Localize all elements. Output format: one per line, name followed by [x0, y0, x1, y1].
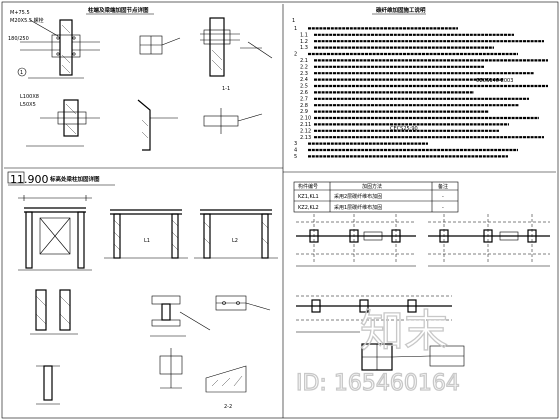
- watermark-brand: 知末: [360, 306, 448, 357]
- wedge-detail: [205, 365, 247, 393]
- spec-line-number: 2.8: [300, 103, 308, 109]
- spec-line-number: 1.2: [300, 39, 308, 45]
- watermark: 知末 ID: 165460164: [295, 305, 460, 396]
- beam-end-detail: [40, 99, 100, 137]
- column-joint-detail-1: [20, 19, 100, 76]
- spec-line-number: 2.12: [300, 128, 311, 134]
- bolt-plate-detail: [215, 295, 271, 311]
- table-cell-0-0: KZ1,KL1: [298, 194, 319, 200]
- table-cell-1-1: 采用1层碳纤维布加固: [334, 204, 382, 211]
- column-detail-lower: [30, 289, 78, 405]
- watermark-id: ID: 165460164: [296, 371, 460, 396]
- bottom-left-title: 标高处梁柱加固详图: [49, 175, 100, 183]
- table-cell-1-0: KZ2,KL2: [298, 205, 319, 211]
- panel-bottom-left: 11.900 标高处梁柱加固详图: [7, 171, 278, 410]
- dim-label-5: L50X5: [20, 102, 36, 108]
- beam-section-detail: [150, 295, 211, 337]
- table-cell-0-1: 采用2层碳纤维布加固: [334, 193, 382, 200]
- dim-label-3: 180/250: [8, 36, 29, 42]
- angle-detail: [137, 99, 178, 151]
- floor-plan-left: [296, 214, 416, 267]
- dim-label-2: M20X5.5 螺栓: [10, 17, 44, 24]
- spec-line-number: 2.1: [300, 58, 308, 64]
- table-header-2: 加固方法: [362, 183, 382, 190]
- section-label-2-2: 2-2: [224, 404, 232, 410]
- top-right-title: 碳纤维加固施工说明: [376, 6, 426, 14]
- spec-line-number: 2.13: [300, 135, 311, 141]
- frame-elevation-1: [18, 195, 92, 271]
- panel-bottom-right: 构件编号 加固方法 备注 KZ1,KL1 采用2层碳纤维布加固 - KZ2,KL…: [293, 181, 550, 371]
- panel-top-left: 柱端及梁端加固节点详图 M+75.5 M20X5.5 螺栓 180/250 1: [8, 6, 273, 151]
- spec-line-number: 2: [294, 52, 297, 58]
- table-cell-1-2: -: [442, 205, 444, 211]
- dim-label-4: L100X8: [20, 94, 39, 100]
- spec-ref-1: CECS146-2003: [476, 78, 513, 84]
- spec-line-numbers: 11.11.21.322.12.22.32.42.52.62.72.82.92.…: [294, 26, 311, 160]
- flange-detail: [203, 108, 263, 134]
- section-label-1-1: 1-1: [222, 86, 230, 92]
- joint-detail-lower-right: [361, 343, 465, 371]
- reinforcement-table: 构件编号 加固方法 备注 KZ1,KL1 采用2层碳纤维布加固 - KZ2,KL…: [293, 181, 459, 213]
- section-detail-2: [200, 17, 273, 77]
- spec-line-number: 2.6: [300, 90, 308, 96]
- spec-text-lines: [308, 27, 548, 158]
- spec-line-number: 2.7: [300, 96, 308, 102]
- spec-line-number: 1.3: [300, 45, 308, 51]
- frame-elevation-3: [194, 209, 278, 259]
- label-l1: L1: [144, 238, 150, 244]
- detail-1-number: 1: [20, 70, 23, 76]
- bracket-detail: [139, 35, 181, 55]
- spec-line-number: 4: [294, 148, 297, 154]
- elevation-label: 11.900: [10, 173, 49, 186]
- floor-plan-lower: [296, 295, 452, 333]
- spec-line-number: 2.3: [300, 71, 308, 77]
- spec-line-number: 2.10: [300, 116, 311, 122]
- label-l2: L2: [232, 238, 238, 244]
- anchor-detail: [159, 348, 183, 389]
- table-header-3: 备注: [438, 183, 448, 190]
- spec-line-number: 2.9: [300, 109, 308, 115]
- panel-top-right: 碳纤维加固施工说明 1 11.11.21.322.12.22.32.42.52.…: [292, 6, 548, 160]
- spec-ref-2: CECS25:90: [390, 126, 418, 132]
- spec-section-1: 1: [292, 18, 295, 24]
- detail-marker-1: [17, 67, 27, 77]
- spec-line-number: 2.2: [300, 64, 308, 70]
- top-left-title: 柱端及梁端加固节点详图: [88, 6, 149, 14]
- spec-line-number: 2.11: [300, 122, 311, 128]
- table-cell-0-2: -: [442, 194, 444, 200]
- spec-line-number: 1.1: [300, 32, 308, 38]
- spec-line-number: 1: [294, 26, 297, 32]
- frame-elevation-2: [104, 209, 188, 259]
- spec-line-number: 2.5: [300, 84, 308, 90]
- dim-label-1: M+75.5: [10, 10, 30, 16]
- floor-plan-right: [428, 214, 550, 267]
- spec-line-number: 3: [294, 141, 297, 147]
- spec-line-number: 2.4: [300, 77, 308, 83]
- table-header-1: 构件编号: [298, 183, 318, 190]
- spec-line-number: 5: [294, 154, 297, 160]
